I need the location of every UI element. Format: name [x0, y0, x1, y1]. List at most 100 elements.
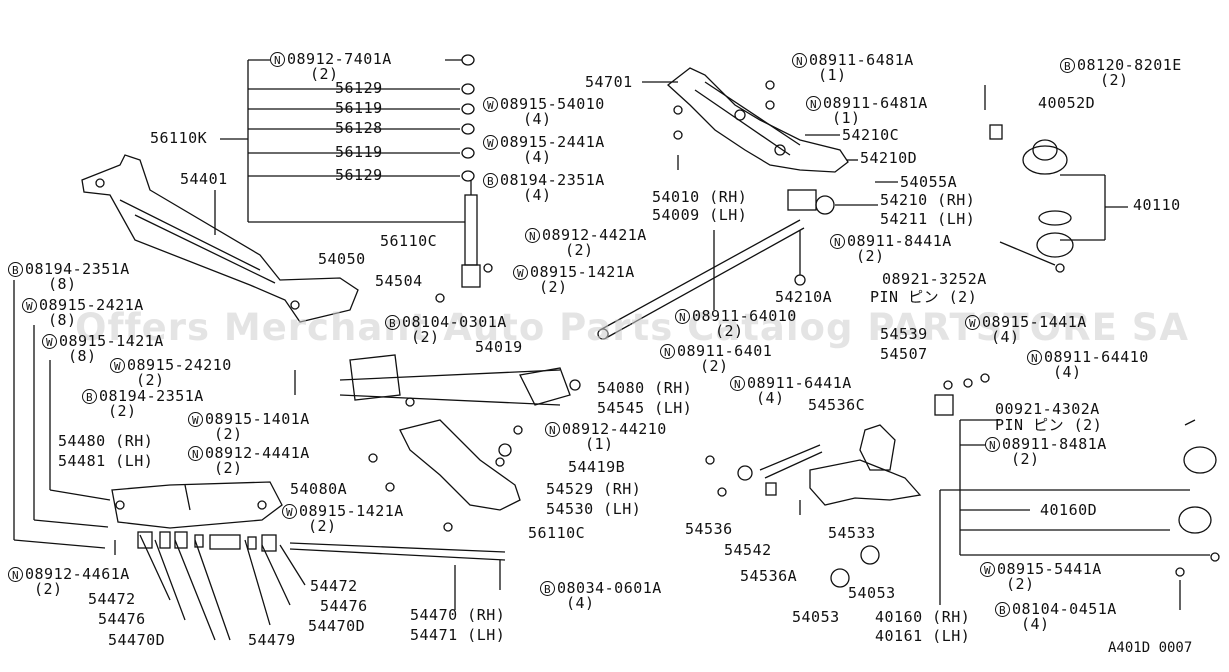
label-54536: 54536: [685, 520, 733, 538]
label-54536a: 54536A: [740, 567, 798, 585]
shock-absorber: [461, 54, 481, 288]
label-54542: 54542: [724, 541, 772, 559]
strut-mount-40110: [984, 85, 1074, 258]
label-54419b: 54419B: [568, 458, 626, 476]
front-lower-arm: [737, 424, 922, 588]
label-56119-lower: 56119: [335, 143, 383, 161]
label-54009-lh: 54009 (LH): [652, 206, 748, 224]
tension-rod-54010: [597, 189, 835, 340]
label-00921-4302a: 00921-4302A: [995, 400, 1100, 418]
label-54533: 54533: [828, 524, 876, 542]
label-54476-left: 54476: [98, 610, 146, 628]
label-54470d-left: 54470D: [108, 631, 166, 649]
label-54530-lh: 54530 (LH): [546, 500, 642, 518]
figure-code: A401D 0007: [1108, 640, 1193, 656]
label-54481-lh: 54481 (LH): [58, 452, 154, 470]
rear-crossmember-54401: [81, 154, 359, 323]
watermark: Offers Merchant Auto Parts Catalog PARTS…: [75, 306, 1190, 349]
label-54539: 54539: [880, 325, 928, 343]
label-54480-rh: 54480 (RH): [58, 432, 154, 450]
label-56110c-bot: 56110C: [528, 524, 586, 542]
label-54476-right: 54476: [320, 597, 368, 615]
label-56128: 56128: [335, 119, 383, 137]
ball-joint-40160: [934, 394, 1217, 610]
label-54210a: 54210A: [775, 288, 833, 306]
label-40161-lh: 40161 (LH): [875, 627, 971, 645]
label-pin-a: PIN ピン (2): [870, 288, 978, 306]
label-54470-rh: 54470 (RH): [410, 606, 506, 624]
label-54211-lh: 54211 (LH): [880, 210, 976, 228]
label-54210d: 54210D: [860, 149, 918, 167]
label-54472-right: 54472: [310, 577, 358, 595]
label-56119-upper: 56119: [335, 99, 383, 117]
fasteners: [114, 80, 1220, 577]
label-56110c-top: 56110C: [380, 232, 438, 250]
label-40052d: 40052D: [1038, 94, 1096, 112]
label-56129-lower: 56129: [335, 166, 383, 184]
label-54401: 54401: [180, 170, 228, 188]
label-54010-rh: 54010 (RH): [652, 188, 748, 206]
label-pin-b: PIN ピン (2): [995, 416, 1103, 434]
label-54701: 54701: [585, 73, 633, 91]
label-40110: 40110: [1133, 196, 1181, 214]
label-54479: 54479: [248, 631, 296, 649]
label-40160-rh: 40160 (RH): [875, 608, 971, 626]
label-54053-right: 54053: [848, 584, 896, 602]
label-08921-3252a: 08921-3252A: [882, 270, 987, 288]
label-54507: 54507: [880, 345, 928, 363]
label-54545-lh: 54545 (LH): [597, 399, 693, 417]
label-54080a: 54080A: [290, 480, 348, 498]
label-56110k: 56110K: [150, 129, 208, 147]
label-54019: 54019: [475, 338, 523, 356]
label-54504: 54504: [375, 272, 423, 290]
label-56129-upper: 56129: [335, 79, 383, 97]
rear-link-54480: [111, 481, 283, 529]
label-40160d: 40160D: [1040, 501, 1098, 519]
label-54470d-right: 54470D: [308, 617, 366, 635]
label-54210-rh: 54210 (RH): [880, 191, 976, 209]
label-54536c: 54536C: [808, 396, 866, 414]
front-crossmember-54701: [666, 67, 849, 173]
leader-lines: [13, 59, 1210, 641]
label-54471-lh: 54471 (LH): [410, 626, 506, 644]
lateral-rod-54470: [137, 531, 506, 590]
label-54055a: 54055A: [900, 173, 958, 191]
label-54210c: 54210C: [842, 126, 900, 144]
label-54053-left: 54053: [792, 608, 840, 626]
label-54080-rh: 54080 (RH): [597, 379, 693, 397]
rear-lower-arm: [339, 354, 581, 511]
label-54472-left: 54472: [88, 590, 136, 608]
label-54050: 54050: [318, 250, 366, 268]
